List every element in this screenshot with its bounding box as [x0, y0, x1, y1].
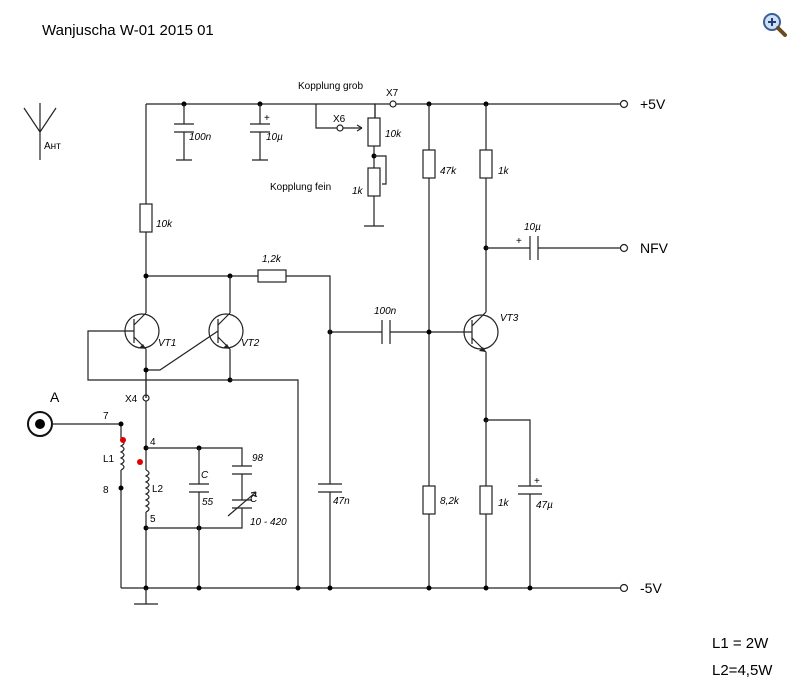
c10u-out-value: 10µ — [524, 222, 541, 233]
resistor-1-2k — [257, 269, 287, 283]
l2-label: L2 — [152, 484, 164, 495]
c100n-coupling-value: 100n — [374, 306, 397, 317]
vt3-label: VT3 — [500, 313, 519, 324]
node-4-label: 4 — [150, 437, 156, 448]
resistor-1k-collector — [479, 149, 493, 179]
nfv-label: NFV — [640, 240, 669, 256]
kopplung-grob-label: Kopplung grob — [298, 81, 363, 92]
capacitor-47n — [318, 483, 342, 493]
winding-dot-l2 — [137, 459, 143, 465]
l1-label: L1 — [103, 454, 115, 465]
capacitor-10u-top — [250, 123, 270, 133]
nfv-terminal[interactable] — [619, 243, 629, 253]
antenna-label: Ант — [44, 141, 61, 152]
capacitor-47u — [518, 478, 542, 588]
coil-l1 — [119, 439, 125, 471]
r1-2k-value: 1,2k — [262, 254, 282, 265]
c-var-value: 10 - 420 — [250, 517, 287, 528]
coil-l2 — [144, 469, 150, 513]
node-8-label: 8 — [103, 485, 109, 496]
transistor-vt3 — [463, 308, 499, 420]
input-jack-a[interactable] — [27, 411, 53, 437]
plus-sign-47u: + — [534, 476, 540, 487]
c100n-top-value: 100n — [189, 132, 212, 143]
x7-label: X7 — [386, 88, 399, 99]
c47n-value: 47n — [333, 496, 350, 507]
transistor-vt2 — [208, 276, 244, 380]
diagram-title: Wanjuscha W-01 2015 01 — [42, 22, 214, 39]
jack-a-label: A — [50, 389, 60, 405]
capacitor-c98 — [232, 465, 252, 500]
kopplung-fein-label: Kopplung fein — [270, 182, 331, 193]
pot-1k[interactable] — [367, 167, 381, 197]
resistor-10k — [139, 203, 153, 233]
c47u-value: 47µ — [536, 500, 553, 511]
c-label-variable: C — [250, 494, 258, 505]
r47k-value: 47k — [440, 166, 457, 177]
node-7-label: 7 — [103, 411, 109, 422]
r8-2k-value: 8,2k — [440, 496, 460, 507]
ground-symbol — [134, 588, 158, 605]
r1k-col-value: 1k — [498, 166, 510, 177]
capacitor-c55 — [189, 483, 209, 493]
resistor-47k — [422, 149, 436, 179]
minus5v-label: -5V — [640, 580, 662, 596]
node-5-label: 5 — [150, 514, 156, 525]
x4-label: X4 — [125, 394, 138, 405]
plus-sign-out: + — [516, 236, 522, 247]
coil-notes: L1 = 2W L2=4,5W — [712, 630, 772, 684]
antenna-symbol — [23, 103, 57, 160]
x6-label: X6 — [333, 114, 346, 125]
plus-sign-top: + — [264, 113, 270, 124]
c-label-fixed: C — [201, 470, 209, 481]
note-l1: L1 = 2W — [712, 635, 769, 652]
pot-10k-value: 10k — [385, 129, 402, 140]
plus5v-label: +5V — [640, 96, 666, 112]
variable-capacitor[interactable] — [227, 491, 257, 520]
pot-10k[interactable] — [367, 117, 381, 147]
c98-value: 98 — [252, 453, 264, 464]
r1k-em-value: 1k — [498, 498, 510, 509]
transistor-vt1 — [124, 308, 160, 398]
c55-value: 55 — [202, 497, 214, 508]
c10u-top-value: 10µ — [266, 132, 283, 143]
resistor-1k-emitter — [479, 485, 493, 515]
minus5v-terminal[interactable] — [619, 583, 629, 593]
r10k-value: 10k — [156, 219, 173, 230]
note-l2: L2=4,5W — [712, 662, 773, 679]
plus5v-terminal[interactable] — [619, 99, 629, 109]
pot-1k-value: 1k — [352, 186, 364, 197]
vt1-label: VT1 — [158, 338, 176, 349]
vt2-label: VT2 — [241, 338, 260, 349]
zoom-in-icon[interactable] — [762, 12, 788, 38]
capacitor-100n-top — [174, 123, 194, 133]
resistor-8-2k — [422, 485, 436, 515]
winding-dot-l1 — [120, 437, 126, 443]
